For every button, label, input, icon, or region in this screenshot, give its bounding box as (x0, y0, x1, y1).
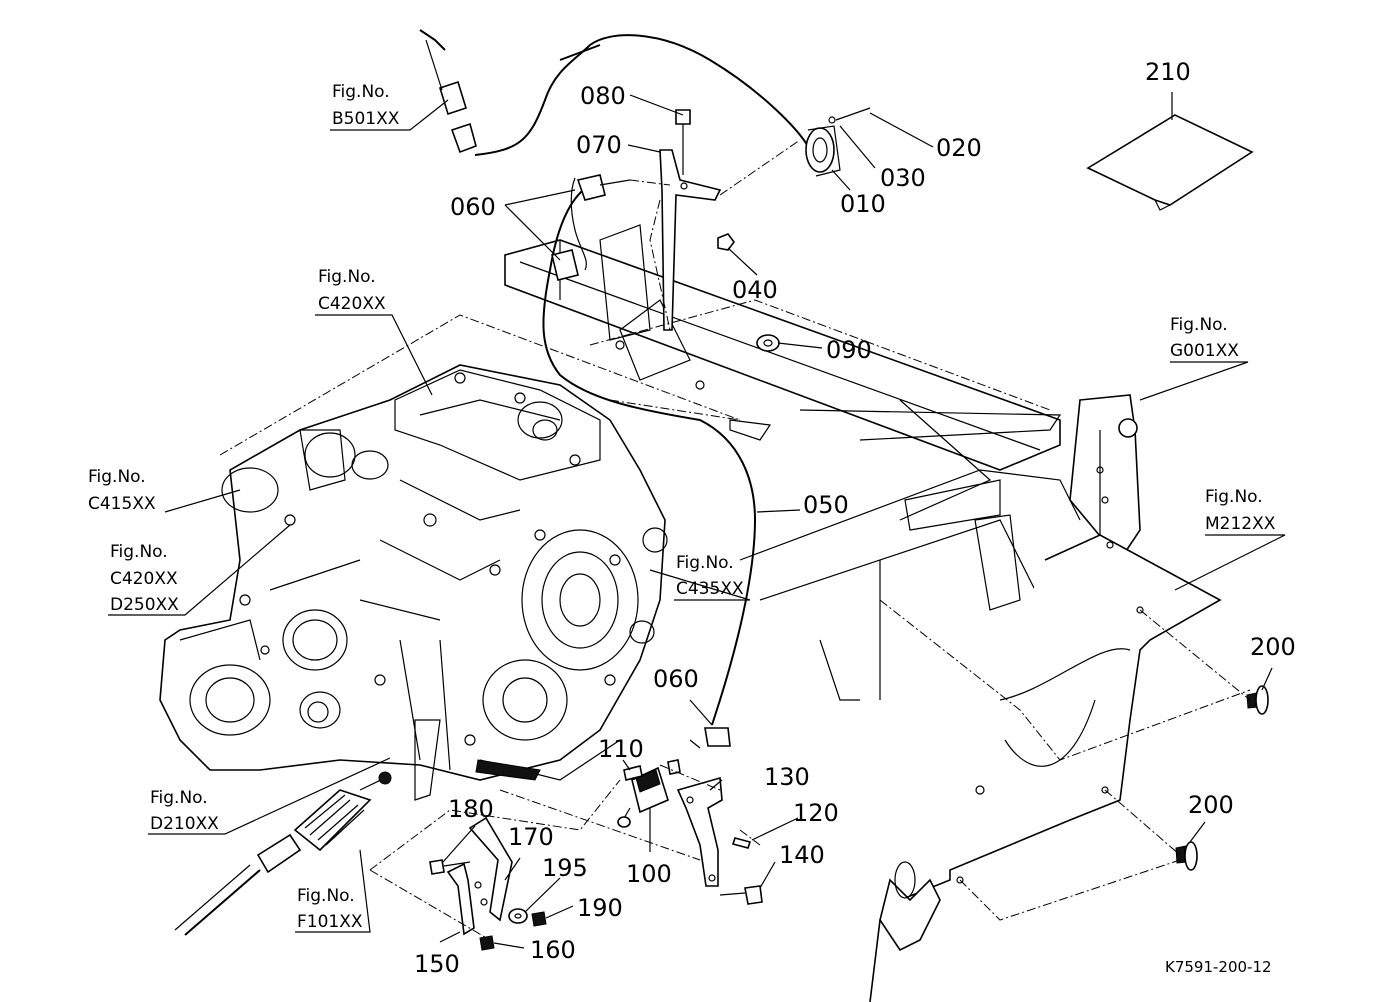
rivet-200-lower (1175, 841, 1198, 871)
part-label-080: 080 (580, 82, 626, 110)
nut-090 (756, 334, 780, 352)
part-label-110: 110 (598, 735, 644, 763)
leader-lines (108, 92, 1286, 949)
figure-references: Fig.No. B501XX Fig.No. C420XX Fig.No. G0… (88, 82, 1276, 932)
fig-ref-label: Fig.No. (1170, 315, 1228, 335)
part-label-060-upper: 060 (450, 193, 496, 221)
fig-ref-m212: M212XX (1205, 514, 1276, 534)
clamp-060-lower (689, 727, 731, 749)
part-label-090: 090 (826, 336, 872, 364)
part-label-130: 130 (764, 763, 810, 791)
fig-ref-d250: D250XX (110, 595, 179, 615)
fig-ref-f101: F101XX (297, 912, 363, 932)
part-label-060-lower: 060 (653, 665, 699, 693)
shift-cable-f101 (174, 771, 392, 936)
fig-ref-c435: C435XX (676, 579, 744, 599)
part-labels: 010 020 030 040 050 060 060 070 080 090 … (414, 58, 1296, 978)
clamp-060-upper (551, 174, 631, 281)
fig-ref-label: Fig.No. (88, 467, 146, 487)
nut-040 (717, 233, 735, 251)
sensor-010 (805, 107, 871, 177)
nut-190 (531, 911, 547, 927)
connector-b501 (425, 39, 477, 154)
fig-ref-label: Fig.No. (150, 788, 208, 808)
part-label-200-lower: 200 (1188, 791, 1234, 819)
reference-lines (219, 139, 1251, 941)
part-label-190: 190 (577, 894, 623, 922)
part-label-020: 020 (936, 134, 982, 162)
clip-110 (623, 759, 681, 781)
part-label-070: 070 (576, 131, 622, 159)
fig-ref-label: Fig.No. (676, 553, 734, 573)
bracket-130 (676, 776, 752, 887)
switch-100 (617, 766, 669, 828)
fig-ref-d210: D210XX (150, 814, 219, 834)
washer-195 (508, 908, 528, 924)
bolt-180 (429, 859, 471, 875)
plate-150 (446, 862, 488, 936)
fig-ref-c420: C420XX (110, 569, 178, 589)
part-label-120: 120 (793, 799, 839, 827)
part-label-160: 160 (530, 936, 576, 964)
fig-ref-b501: B501XX (332, 109, 400, 129)
part-label-040: 040 (732, 276, 778, 304)
part-label-150: 150 (414, 950, 460, 978)
part-label-140: 140 (779, 841, 825, 869)
part-label-030: 030 (880, 164, 926, 192)
part-label-200-upper: 200 (1250, 633, 1296, 661)
fig-ref-label: Fig.No. (297, 886, 355, 906)
fig-ref-label: Fig.No. (318, 267, 376, 287)
decal-210 (1086, 114, 1254, 211)
nut-160 (479, 935, 495, 951)
fig-ref-g001: G001XX (1170, 341, 1239, 361)
fig-ref-label: Fig.No. (110, 542, 168, 562)
part-label-170: 170 (508, 823, 554, 851)
fig-ref-c420-top: C420XX (318, 294, 386, 314)
fig-ref-label: Fig.No. (1205, 487, 1263, 507)
part-label-210: 210 (1145, 58, 1191, 86)
bolt-140 (719, 885, 763, 905)
part-label-195: 195 (542, 854, 588, 882)
part-label-180: 180 (448, 795, 494, 823)
part-label-100: 100 (626, 860, 672, 888)
part-label-010: 010 (840, 190, 886, 218)
fig-ref-c415: C415XX (88, 494, 156, 514)
bracket-170 (468, 816, 513, 922)
drawing-code: K7591-200-12 (1165, 958, 1272, 976)
part-label-050: 050 (803, 491, 849, 519)
fig-ref-label: Fig.No. (332, 82, 390, 102)
rivet-200-upper (1246, 685, 1269, 715)
transmission-case (159, 364, 668, 801)
main-frame (504, 224, 1141, 701)
cover-m212 (869, 534, 1222, 1002)
